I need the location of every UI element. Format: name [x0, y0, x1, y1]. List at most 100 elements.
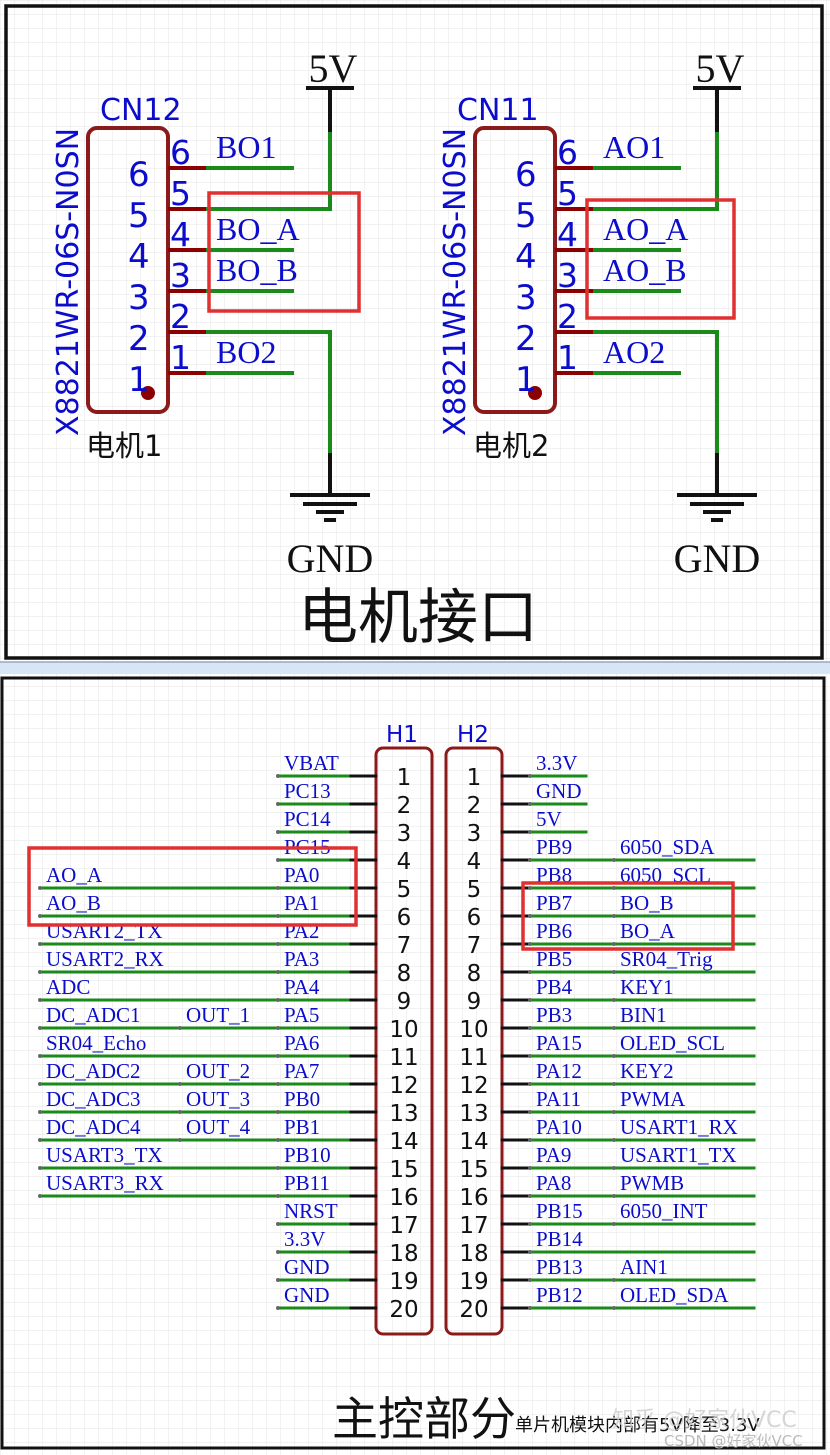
- net-label: AIN1: [620, 1255, 668, 1279]
- net-label: BO1: [216, 129, 276, 165]
- wire-junction: [612, 970, 616, 974]
- inner-pin-number: 6: [128, 155, 150, 195]
- refdes-label: CN12: [100, 93, 182, 128]
- port-label: 3.3V: [284, 1227, 325, 1251]
- net-label: BO_B: [620, 891, 674, 915]
- net-label: DC_ADC3: [46, 1087, 141, 1111]
- net-label: KEY2: [620, 1059, 674, 1083]
- wire-junction: [276, 914, 280, 918]
- header-pin-number: 20: [459, 1297, 488, 1323]
- header-pin-number: 19: [389, 1269, 418, 1295]
- wire-junction: [612, 998, 616, 1002]
- wire-end: [528, 970, 532, 974]
- wire-junction: [612, 886, 616, 890]
- header-pin-number: 13: [459, 1101, 488, 1127]
- wire-junction: [612, 914, 616, 918]
- wire-junction: [612, 1138, 616, 1142]
- header-body: [444, 746, 504, 1336]
- wire-end: [528, 998, 532, 1002]
- wire-end: [528, 1026, 532, 1030]
- header-pin-number: 9: [397, 989, 412, 1015]
- wire-junction: [276, 970, 280, 974]
- net-label: AO2: [603, 334, 665, 370]
- wire-junction: [178, 1138, 182, 1142]
- net-label: SR04_Trig: [620, 947, 713, 971]
- inner-pin-number: 5: [515, 196, 537, 236]
- wire-junction: [612, 1082, 616, 1086]
- port-label: PA2: [284, 919, 319, 943]
- outer-pin-number: 3: [557, 256, 578, 295]
- motor-section-frame: [4, 4, 824, 660]
- net-label: SR04_Echo: [46, 1031, 146, 1055]
- port-label: PA3: [284, 947, 319, 971]
- wire-junction: [612, 1110, 616, 1114]
- wire-junction: [276, 998, 280, 1002]
- header-pin-number: 14: [459, 1129, 488, 1155]
- wire-end: [528, 886, 532, 890]
- header-body: [374, 746, 434, 1336]
- wire-end: [276, 858, 280, 862]
- mcu-section: H11VBAT2PC133PC144PC155PA0AO_A6PA1AO_B7P…: [0, 676, 826, 1450]
- inner-pin-number: 1: [515, 360, 537, 400]
- port-label: NRST: [284, 1199, 338, 1223]
- port-label: PC13: [284, 779, 331, 803]
- header-pin-number: 12: [389, 1073, 418, 1099]
- port-label: PA0: [284, 863, 319, 887]
- wire-end: [528, 1166, 532, 1170]
- header-pin-number: 3: [397, 821, 412, 847]
- port-label: PB12: [536, 1283, 583, 1307]
- wire-end: [528, 1082, 532, 1086]
- outer-pin-number: 3: [170, 256, 191, 295]
- wire-junction: [276, 1054, 280, 1058]
- port-label: PB3: [536, 1003, 572, 1027]
- header-pin-number: 18: [389, 1241, 418, 1267]
- power-label: 5V: [309, 46, 358, 91]
- wire-end: [38, 1110, 42, 1114]
- pin1-marker: [141, 386, 155, 400]
- header-pin-number: 1: [397, 765, 412, 791]
- header-pin-number: 1: [467, 765, 482, 791]
- port-label: PC14: [284, 807, 331, 831]
- outer-pin-number: 4: [557, 215, 578, 254]
- motor-section-title: 电机接口: [298, 583, 538, 653]
- net-label: DC_ADC1: [46, 1003, 141, 1027]
- power-label: 5V: [696, 46, 745, 91]
- header-pin-number: 15: [459, 1157, 488, 1183]
- header-pin-number: 16: [389, 1185, 418, 1211]
- wire-end: [528, 1110, 532, 1114]
- port-label: 3.3V: [536, 751, 577, 775]
- port-label: PA12: [536, 1059, 582, 1083]
- net-label: BO_B: [216, 252, 298, 288]
- part-number-label: X8821WR-06S-N0SN: [438, 128, 473, 436]
- wire-end: [38, 1194, 42, 1198]
- header-pin-number: 14: [389, 1129, 418, 1155]
- designator-label: 电机1: [86, 429, 162, 463]
- header-pin-number: 7: [397, 933, 412, 959]
- port-label: PA7: [284, 1059, 319, 1083]
- port-label: VBAT: [284, 751, 339, 775]
- outer-pin-number: 5: [170, 174, 191, 213]
- inner-pin-number: 3: [515, 278, 537, 318]
- section-divider: [0, 662, 830, 674]
- net-label: BO_A: [216, 211, 300, 247]
- wire-end: [528, 858, 532, 862]
- header-refdes: H2: [457, 722, 489, 748]
- net-label: KEY1: [620, 975, 674, 999]
- wire-junction: [612, 858, 616, 862]
- highlight-box: [27, 846, 358, 927]
- wire-end: [276, 830, 280, 834]
- inner-pin-number: 2: [128, 319, 150, 359]
- port-label: GND: [284, 1255, 330, 1279]
- wire-end: [528, 942, 532, 946]
- wire-end: [276, 802, 280, 806]
- port-label: PA1: [284, 891, 319, 915]
- wire-end: [38, 1054, 42, 1058]
- net-label-secondary: OUT_4: [186, 1115, 251, 1139]
- header-pin-number: 20: [389, 1297, 418, 1323]
- net-label: AO_B: [603, 252, 687, 288]
- port-label: PB0: [284, 1087, 320, 1111]
- port-label: PB11: [284, 1171, 330, 1195]
